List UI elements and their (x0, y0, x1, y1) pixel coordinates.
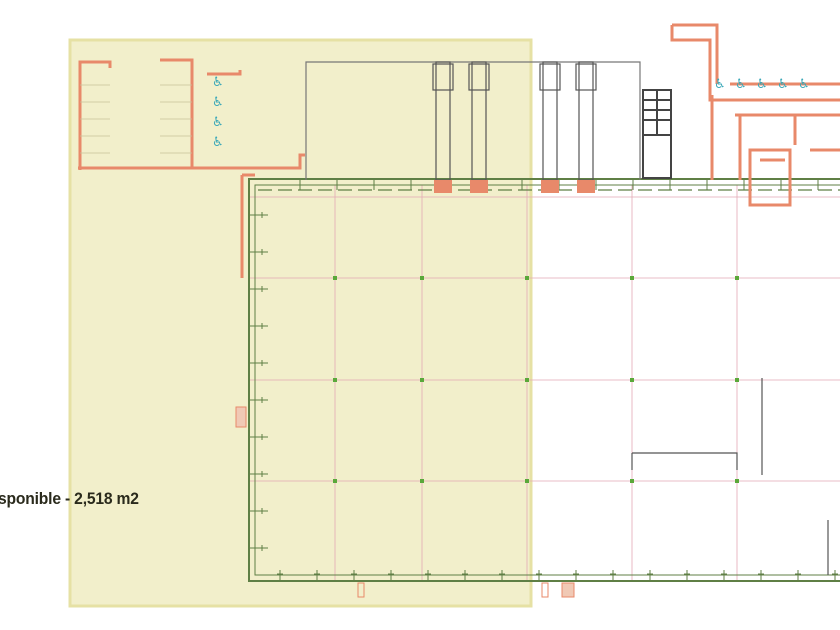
door-marker (235, 406, 247, 428)
columns (333, 276, 739, 483)
wheelchair-icon: ♿ (212, 115, 224, 130)
available-area-highlight[interactable] (68, 38, 533, 608)
column (420, 378, 424, 382)
door-marker (357, 582, 365, 598)
parking-area (78, 58, 305, 278)
column (333, 479, 337, 483)
wheelchair-icon: ♿ (756, 77, 768, 92)
column (420, 479, 424, 483)
wheelchair-icon: ♿ (212, 95, 224, 110)
column (735, 276, 739, 280)
wheelchair-icon: ♿ (212, 75, 224, 90)
column (630, 479, 634, 483)
wheelchair-icon: ♿ (777, 77, 789, 92)
office-block (670, 23, 840, 207)
available-area-label: sponible - 2,518 m2 (0, 489, 139, 508)
column (630, 378, 634, 382)
column (735, 479, 739, 483)
wheelchair-icon: ♿ (714, 77, 726, 92)
column (525, 276, 529, 280)
dock-doors (434, 180, 595, 193)
column-grid (250, 185, 840, 580)
parking-stalls (80, 84, 192, 154)
stair (642, 89, 672, 179)
wheelchair-icon: ♿ (798, 77, 810, 92)
door-marker (561, 582, 575, 598)
wheelchair-icon: ♿ (212, 135, 224, 150)
column (525, 479, 529, 483)
column (333, 378, 337, 382)
column (525, 378, 529, 382)
column (333, 276, 337, 280)
wheelchair-icon: ♿ (735, 77, 747, 92)
column (420, 276, 424, 280)
accessible-parking-left: ♿ ♿ ♿ ♿ (212, 75, 224, 150)
door-marker (541, 582, 549, 598)
column (735, 378, 739, 382)
column (630, 276, 634, 280)
interior-walls (631, 378, 829, 575)
accessible-parking-right: ♿ ♿ ♿ ♿ ♿ (714, 77, 810, 92)
